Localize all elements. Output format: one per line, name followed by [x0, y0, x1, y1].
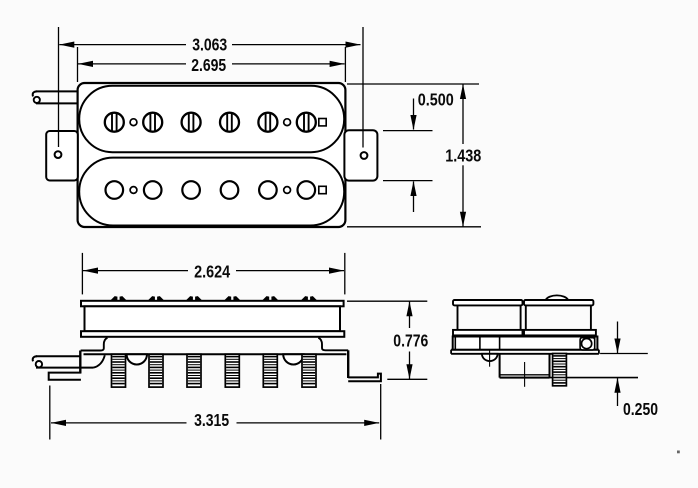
- svg-text:0.500: 0.500: [418, 90, 454, 110]
- svg-text:0.776: 0.776: [393, 330, 428, 350]
- svg-text:1.438: 1.438: [445, 146, 481, 166]
- svg-text:2.624: 2.624: [194, 261, 230, 281]
- svg-text:3.315: 3.315: [194, 410, 229, 430]
- svg-text:0.250: 0.250: [623, 399, 658, 419]
- svg-text:2.695: 2.695: [191, 55, 226, 75]
- svg-text:3.063: 3.063: [192, 34, 227, 54]
